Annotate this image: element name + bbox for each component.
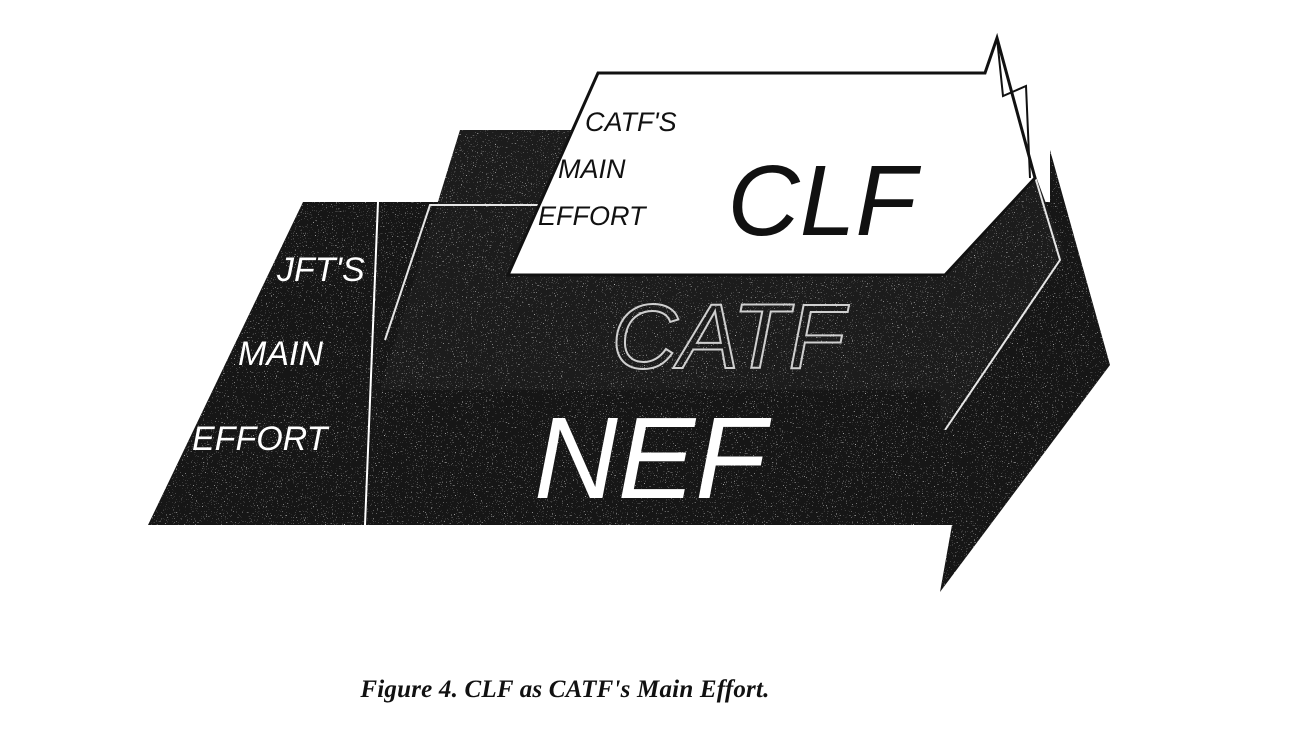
clf-layer <box>505 32 1037 277</box>
catf-band <box>380 130 940 390</box>
catf-side-line-1: CATF'S <box>585 107 677 137</box>
jft-side-line-3: EFFORT <box>192 420 330 458</box>
nef-divider <box>364 201 379 526</box>
jft-side-line-1: JFT'S <box>276 251 365 289</box>
jft-side-label: JFT'S MAIN EFFORT <box>192 251 365 458</box>
catf-side-label: CATF'S MAIN EFFORT <box>538 107 677 231</box>
catf-side-line-3: EFFORT <box>538 201 648 231</box>
nef-label: NEF <box>534 393 772 523</box>
catf-side-line-2: MAIN <box>558 154 626 184</box>
clf-label: CLF <box>728 145 922 257</box>
jft-side-line-2: MAIN <box>238 335 323 373</box>
catf-label: CATF <box>611 286 849 388</box>
figure-caption: Figure 4. CLF as CATF's Main Effort. <box>360 676 770 703</box>
catf-arrow-edge <box>940 160 1065 430</box>
clf-arrow-side <box>996 37 1031 179</box>
